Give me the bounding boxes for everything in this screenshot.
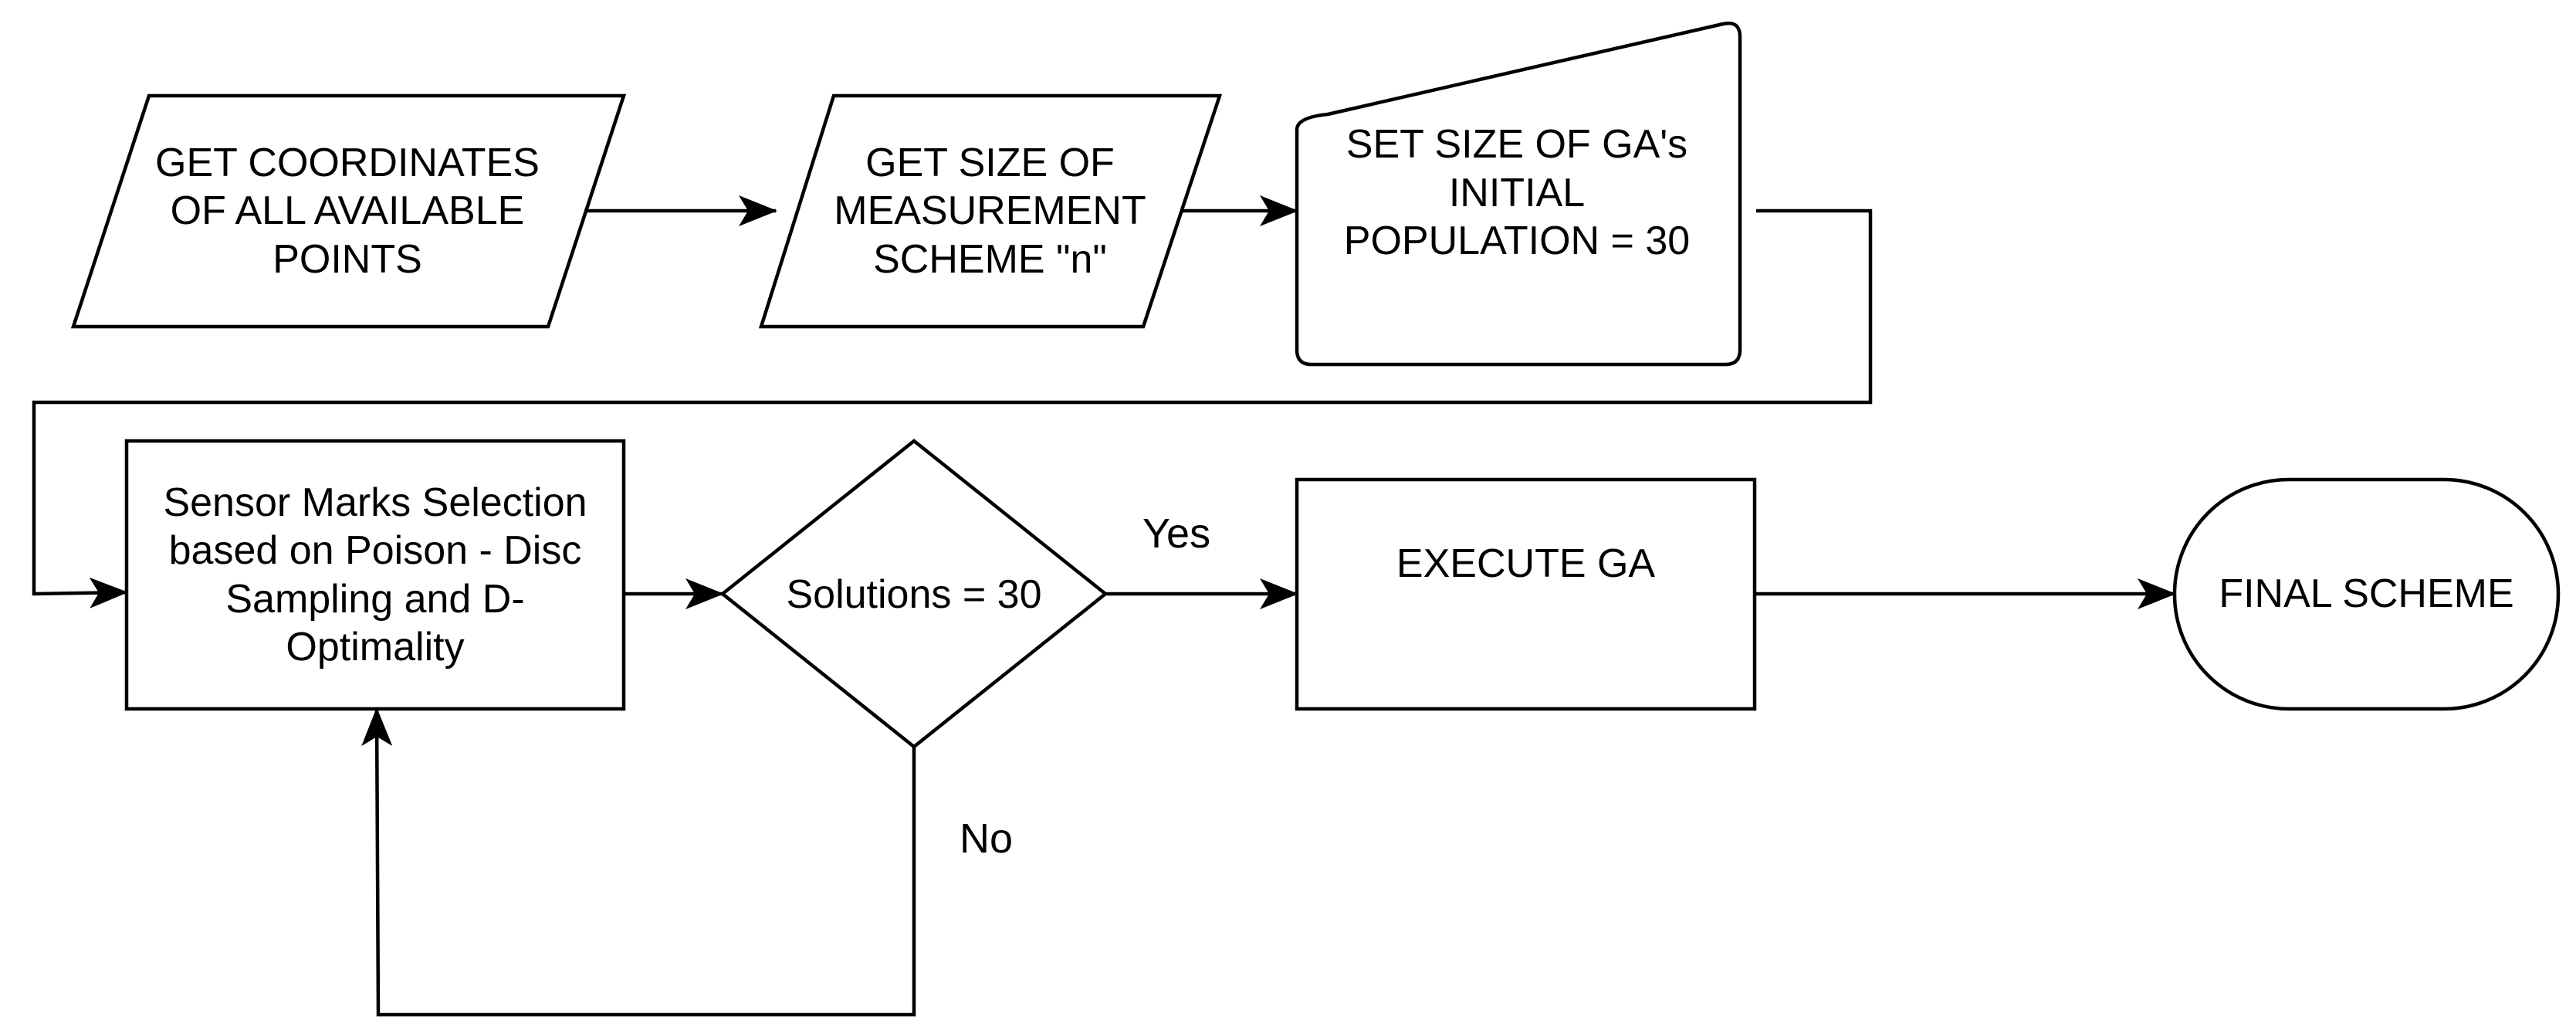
final-scheme-node: FINAL SCHEME [2219,571,2514,617]
edge-solutions-no [361,707,916,1017]
set-size-node: SET SIZE OF GA's INITIAL POPULATION = 30 [1343,122,1691,264]
sensor-selection-node: Sensor Marks Selection based on Poison -… [163,480,587,670]
yes-edge-label: Yes [1142,510,1211,557]
solutions-check-node: Solutions = 30 [786,571,1042,617]
get-size-node-shape [758,93,1223,329]
edge-set-size-to-sensor [32,208,1873,609]
get-coordinates-node: GET COORDINATES OF ALL AVAILABLE POINTS [155,140,540,282]
sensor-selection-node-shape [124,439,626,711]
set-size-node-shape [1295,21,1742,367]
get-coordinates-node-shape [70,93,627,329]
execute-ga-node: EXECUTE GA [1396,541,1656,586]
get-size-node: GET SIZE OF MEASUREMENT SCHEME "n" [834,140,1146,282]
no-edge-label: No [960,815,1014,862]
